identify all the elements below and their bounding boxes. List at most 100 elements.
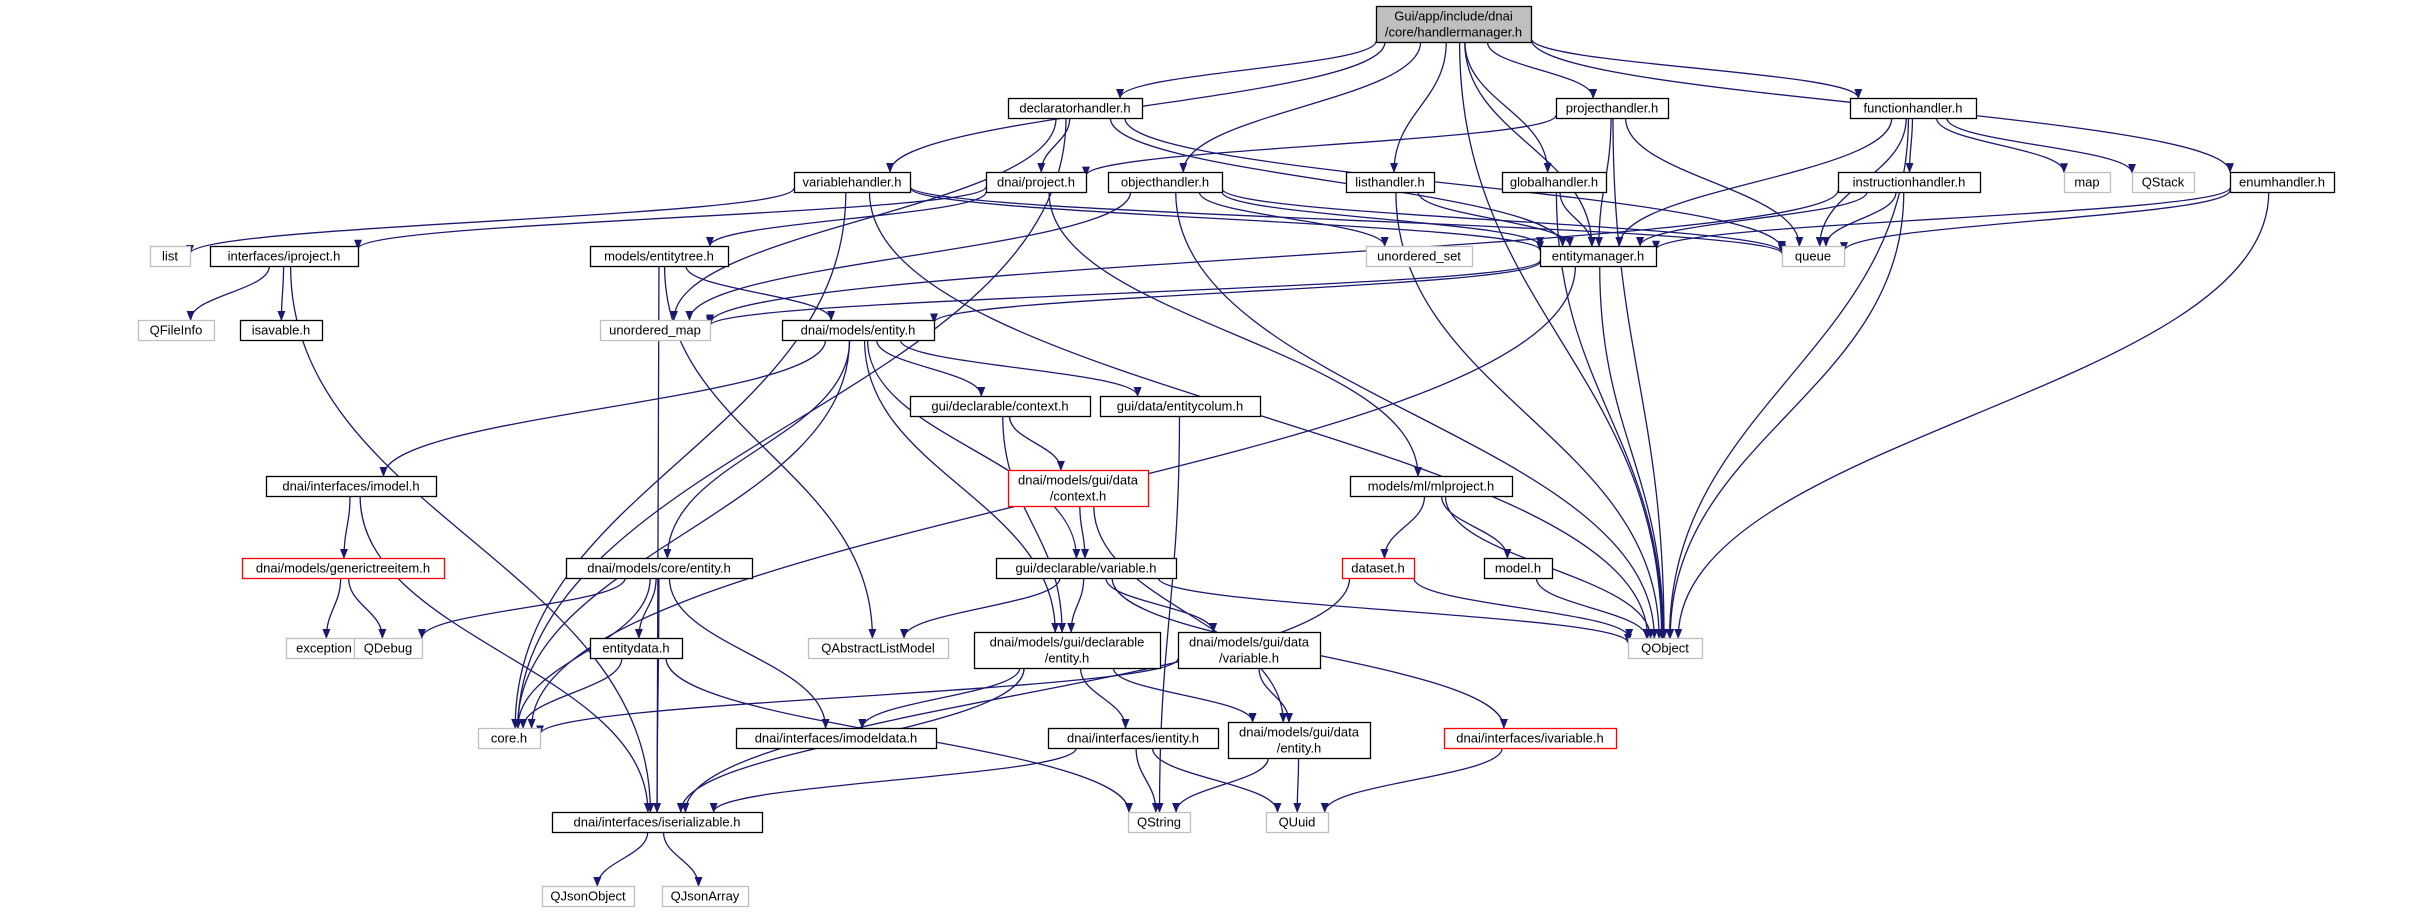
node-imodeldata[interactable]: dnai/interfaces/imodeldata.h bbox=[735, 727, 938, 750]
node-entitytree[interactable]: models/entitytree.h bbox=[589, 245, 730, 268]
node-declarable-context[interactable]: gui/declarable/context.h bbox=[909, 395, 1092, 418]
node-declarable-entity[interactable]: dnai/models/gui/declarable/entity.h bbox=[973, 631, 1162, 670]
node-box bbox=[1501, 171, 1608, 194]
node-core-entity[interactable]: dnai/models/core/entity.h bbox=[565, 557, 754, 580]
edge-declaratorhandler-to-core-h bbox=[514, 117, 1067, 729]
node-dnai-project[interactable]: dnai/project.h bbox=[985, 171, 1088, 194]
edge-core-entity-to-core-h bbox=[513, 577, 651, 729]
edge-declaratorhandler-to-unordered-map bbox=[669, 117, 1057, 321]
node-listhandler[interactable]: listhandler.h bbox=[1345, 171, 1436, 194]
node-ientity[interactable]: dnai/interfaces/ientity.h bbox=[1047, 727, 1220, 750]
node-label: dnai/models/entity.h bbox=[801, 323, 916, 338]
edge-models-entity-to-core-h bbox=[513, 339, 851, 729]
node-dataset[interactable]: dataset.h bbox=[1341, 557, 1416, 580]
node-box bbox=[1341, 557, 1416, 580]
node-label: variablehandler.h bbox=[802, 175, 901, 190]
node-unordered-map[interactable]: unordered_map bbox=[599, 319, 712, 342]
node-box bbox=[661, 885, 750, 908]
node-declarable-variable[interactable]: gui/declarable/variable.h bbox=[995, 557, 1178, 580]
edge-gui-data-entity-to-quuid bbox=[1293, 757, 1302, 813]
node-projecthandler[interactable]: projecthandler.h bbox=[1555, 97, 1670, 120]
node-root[interactable]: Gui/app/include/dnai/core/handlermanager… bbox=[1375, 5, 1533, 44]
node-qobject[interactable]: QObject bbox=[1627, 637, 1704, 660]
node-models-entity[interactable]: dnai/models/entity.h bbox=[781, 319, 936, 342]
node-imodel[interactable]: dnai/interfaces/imodel.h bbox=[265, 475, 438, 498]
edge-iproject-to-iserializable bbox=[289, 265, 655, 813]
edge-objecthandler-to-unordered-set bbox=[1198, 191, 1389, 247]
node-label: /entity.h bbox=[1045, 651, 1090, 666]
edge-declarable-variable-to-gui-data-variable bbox=[1105, 577, 1218, 633]
node-entitymanager[interactable]: entitymanager.h bbox=[1539, 245, 1658, 268]
edge-entitycolum-to-qstring bbox=[1155, 415, 1181, 813]
edge-gui-data-variable-to-gui-data-entity bbox=[1258, 667, 1293, 723]
edge-ientity-to-qstring bbox=[1135, 747, 1160, 813]
node-qstack[interactable]: QStack bbox=[2131, 171, 2196, 194]
edge-iserializable-to-qjsonobject bbox=[593, 831, 649, 887]
node-enumhandler[interactable]: enumhandler.h bbox=[2229, 171, 2336, 194]
node-box bbox=[1177, 631, 1322, 670]
edge-root-to-qobject bbox=[1458, 41, 1666, 639]
edge-declarable-variable-to-qobject bbox=[1157, 577, 1632, 644]
node-core-h[interactable]: core.h bbox=[477, 727, 542, 750]
node-list[interactable]: list bbox=[149, 245, 192, 268]
node-declaratorhandler[interactable]: declaratorhandler.h bbox=[1007, 97, 1144, 120]
node-qdebug[interactable]: QDebug bbox=[353, 637, 424, 660]
node-label: dnai/interfaces/iserializable.h bbox=[574, 815, 741, 830]
node-gui-data-variable[interactable]: dnai/models/gui/data/variable.h bbox=[1177, 631, 1322, 670]
node-qfileinfo[interactable]: QFileInfo bbox=[137, 319, 216, 342]
edge-declarable-context-to-declarable-entity bbox=[1002, 415, 1067, 633]
node-label: dnai/models/generictreeitem.h bbox=[256, 561, 430, 576]
node-box bbox=[209, 245, 360, 268]
node-iproject[interactable]: interfaces/iproject.h bbox=[209, 245, 360, 268]
node-gui-data-context[interactable]: dnai/models/gui/data/context.h bbox=[1007, 469, 1150, 508]
node-functionhandler[interactable]: functionhandler.h bbox=[1849, 97, 1978, 120]
node-box bbox=[1345, 171, 1436, 194]
node-iserializable[interactable]: dnai/interfaces/iserializable.h bbox=[551, 811, 764, 834]
edge-listhandler-to-entitymanager bbox=[1417, 191, 1574, 247]
node-label: /entity.h bbox=[1277, 741, 1322, 756]
node-box bbox=[477, 727, 542, 750]
node-generictreeitem[interactable]: dnai/models/generictreeitem.h bbox=[241, 557, 446, 580]
node-isavable[interactable]: isavable.h bbox=[239, 319, 324, 342]
node-queue[interactable]: queue bbox=[1781, 245, 1846, 268]
node-mlproject[interactable]: models/ml/mlproject.h bbox=[1349, 475, 1514, 498]
edge-ientity-to-iserializable bbox=[709, 747, 1077, 813]
edge-declarable-entity-to-ientity bbox=[1079, 667, 1130, 729]
node-gui-data-entity[interactable]: dnai/models/gui/data/entity.h bbox=[1227, 721, 1372, 760]
edge-objecthandler-to-qobject bbox=[1175, 191, 1659, 639]
node-label: declaratorhandler.h bbox=[1019, 101, 1130, 116]
edge-ientity-to-quuid bbox=[1151, 747, 1282, 813]
node-label: /context.h bbox=[1050, 489, 1106, 504]
node-box bbox=[1483, 557, 1554, 580]
node-exception[interactable]: exception bbox=[285, 637, 364, 660]
node-unordered-set[interactable]: unordered_set bbox=[1365, 245, 1474, 268]
node-label: listhandler.h bbox=[1355, 175, 1424, 190]
node-box bbox=[1539, 245, 1658, 268]
node-model[interactable]: model.h bbox=[1483, 557, 1554, 580]
edge-models-entity-to-declarable-entity bbox=[863, 339, 1060, 633]
node-objecthandler[interactable]: objecthandler.h bbox=[1107, 171, 1224, 194]
edge-instructionhandler-to-queue bbox=[1821, 191, 1897, 247]
node-qjsonarray[interactable]: QJsonArray bbox=[661, 885, 750, 908]
node-variablehandler[interactable]: variablehandler.h bbox=[793, 171, 912, 194]
node-qjsonobject[interactable]: QJsonObject bbox=[541, 885, 636, 908]
node-label: QFileInfo bbox=[150, 323, 203, 338]
node-qstring[interactable]: QString bbox=[1127, 811, 1192, 834]
node-ivariable[interactable]: dnai/interfaces/ivariable.h bbox=[1443, 727, 1618, 750]
node-quuid[interactable]: QUuid bbox=[1265, 811, 1330, 834]
node-entitycolum[interactable]: gui/data/entitycolum.h bbox=[1099, 395, 1262, 418]
node-label: dnai/models/core/entity.h bbox=[587, 561, 731, 576]
node-map[interactable]: map bbox=[2063, 171, 2112, 194]
node-instructionhandler[interactable]: instructionhandler.h bbox=[1837, 171, 1982, 194]
node-box bbox=[1555, 97, 1670, 120]
node-box bbox=[1107, 171, 1224, 194]
edge-functionhandler-to-qobject bbox=[1665, 117, 1910, 639]
node-label: /variable.h bbox=[1219, 651, 1279, 666]
node-entitydata[interactable]: entitydata.h bbox=[589, 637, 684, 660]
node-label: instructionhandler.h bbox=[1853, 175, 1966, 190]
node-qabstractlistmodel[interactable]: QAbstractListModel bbox=[807, 637, 950, 660]
edge-variablehandler-to-entitymanager bbox=[909, 187, 1544, 252]
node-label: QJsonObject bbox=[550, 889, 626, 904]
node-box bbox=[149, 245, 192, 268]
node-globalhandler[interactable]: globalhandler.h bbox=[1501, 171, 1608, 194]
